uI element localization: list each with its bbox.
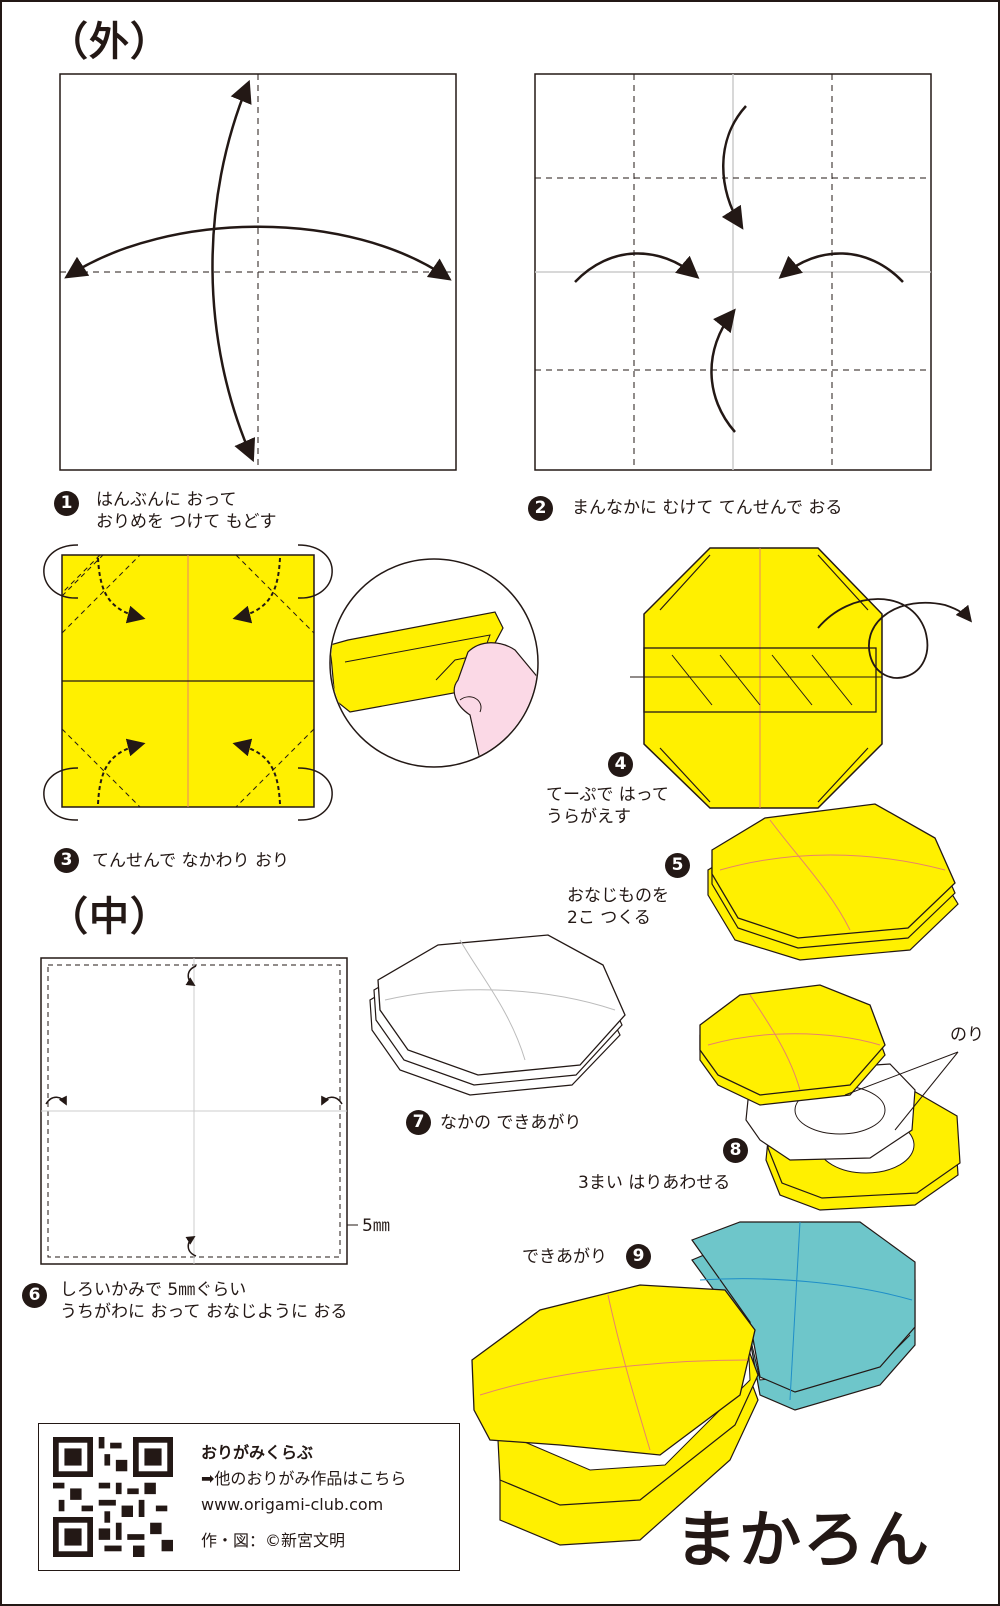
step4-number: 4 — [608, 752, 633, 777]
step7-text-line1: なかの できあがり — [440, 1113, 582, 1133]
step3-diagram — [43, 544, 333, 821]
credit-box: おりがみくらぶ ➡他のおりがみ作品はこちら www.origami-club.c… — [38, 1423, 460, 1571]
section-title-outer: （外） — [48, 19, 171, 65]
step6-text-line1: しろいかみで 5㎜ぐらい — [60, 1280, 247, 1300]
step8-number: 8 — [723, 1138, 748, 1163]
step6-number: 6 — [22, 1283, 47, 1308]
step1-number: 1 — [54, 491, 79, 516]
qr-code-icon[interactable] — [53, 1437, 173, 1557]
step5-diagram — [707, 803, 959, 961]
step2-number: 2 — [528, 496, 553, 521]
step1-text-line2: おりめを つけて もどす — [96, 512, 277, 532]
step3-text-line1: てんせんで なかわり おり — [92, 851, 289, 871]
margin-label: 5㎜ — [362, 1216, 390, 1236]
step3-number: 3 — [54, 848, 79, 873]
step4-diagram — [630, 547, 973, 809]
step2-diagram — [534, 73, 932, 471]
step7-diagram — [369, 934, 626, 1096]
step1-text-line1: はんぶんに おって — [96, 490, 237, 510]
step6-diagram — [40, 957, 358, 1265]
step8-diagram — [699, 984, 961, 1211]
page-title: まかろん — [675, 1503, 932, 1576]
step9-text-line1: できあがり — [522, 1247, 607, 1267]
credit-more-link[interactable]: ➡他のおりがみ作品はこちら — [201, 1469, 407, 1488]
section-title-inner: （中） — [48, 894, 171, 940]
step9-number: 9 — [626, 1244, 651, 1269]
step1-diagram — [59, 73, 457, 471]
step4-text-line1: てーぷで はって — [546, 785, 669, 805]
step4-text-line2: うらがえす — [546, 807, 631, 827]
glue-label: のり — [950, 1025, 984, 1045]
step6-text-line2: うちがわに おって おなじように おる — [60, 1302, 348, 1322]
credit-url[interactable]: www.origami-club.com — [201, 1495, 384, 1514]
step5-text-line1: おなじものを — [567, 886, 669, 906]
step7-number: 7 — [406, 1110, 431, 1135]
step9-diagram — [471, 1221, 916, 1546]
step2-text-line1: まんなかに むけて てんせんで おる — [572, 498, 843, 518]
step5-number: 5 — [665, 853, 690, 878]
credit-site: おりがみくらぶ — [201, 1443, 314, 1462]
step5-text-line2: 2こ つくる — [567, 908, 651, 928]
credit-author: 作・図：©新宮文明 — [201, 1531, 346, 1550]
step8-text-line1: 3まい はりあわせる — [578, 1173, 731, 1193]
step3-zoom-detail — [329, 558, 539, 768]
